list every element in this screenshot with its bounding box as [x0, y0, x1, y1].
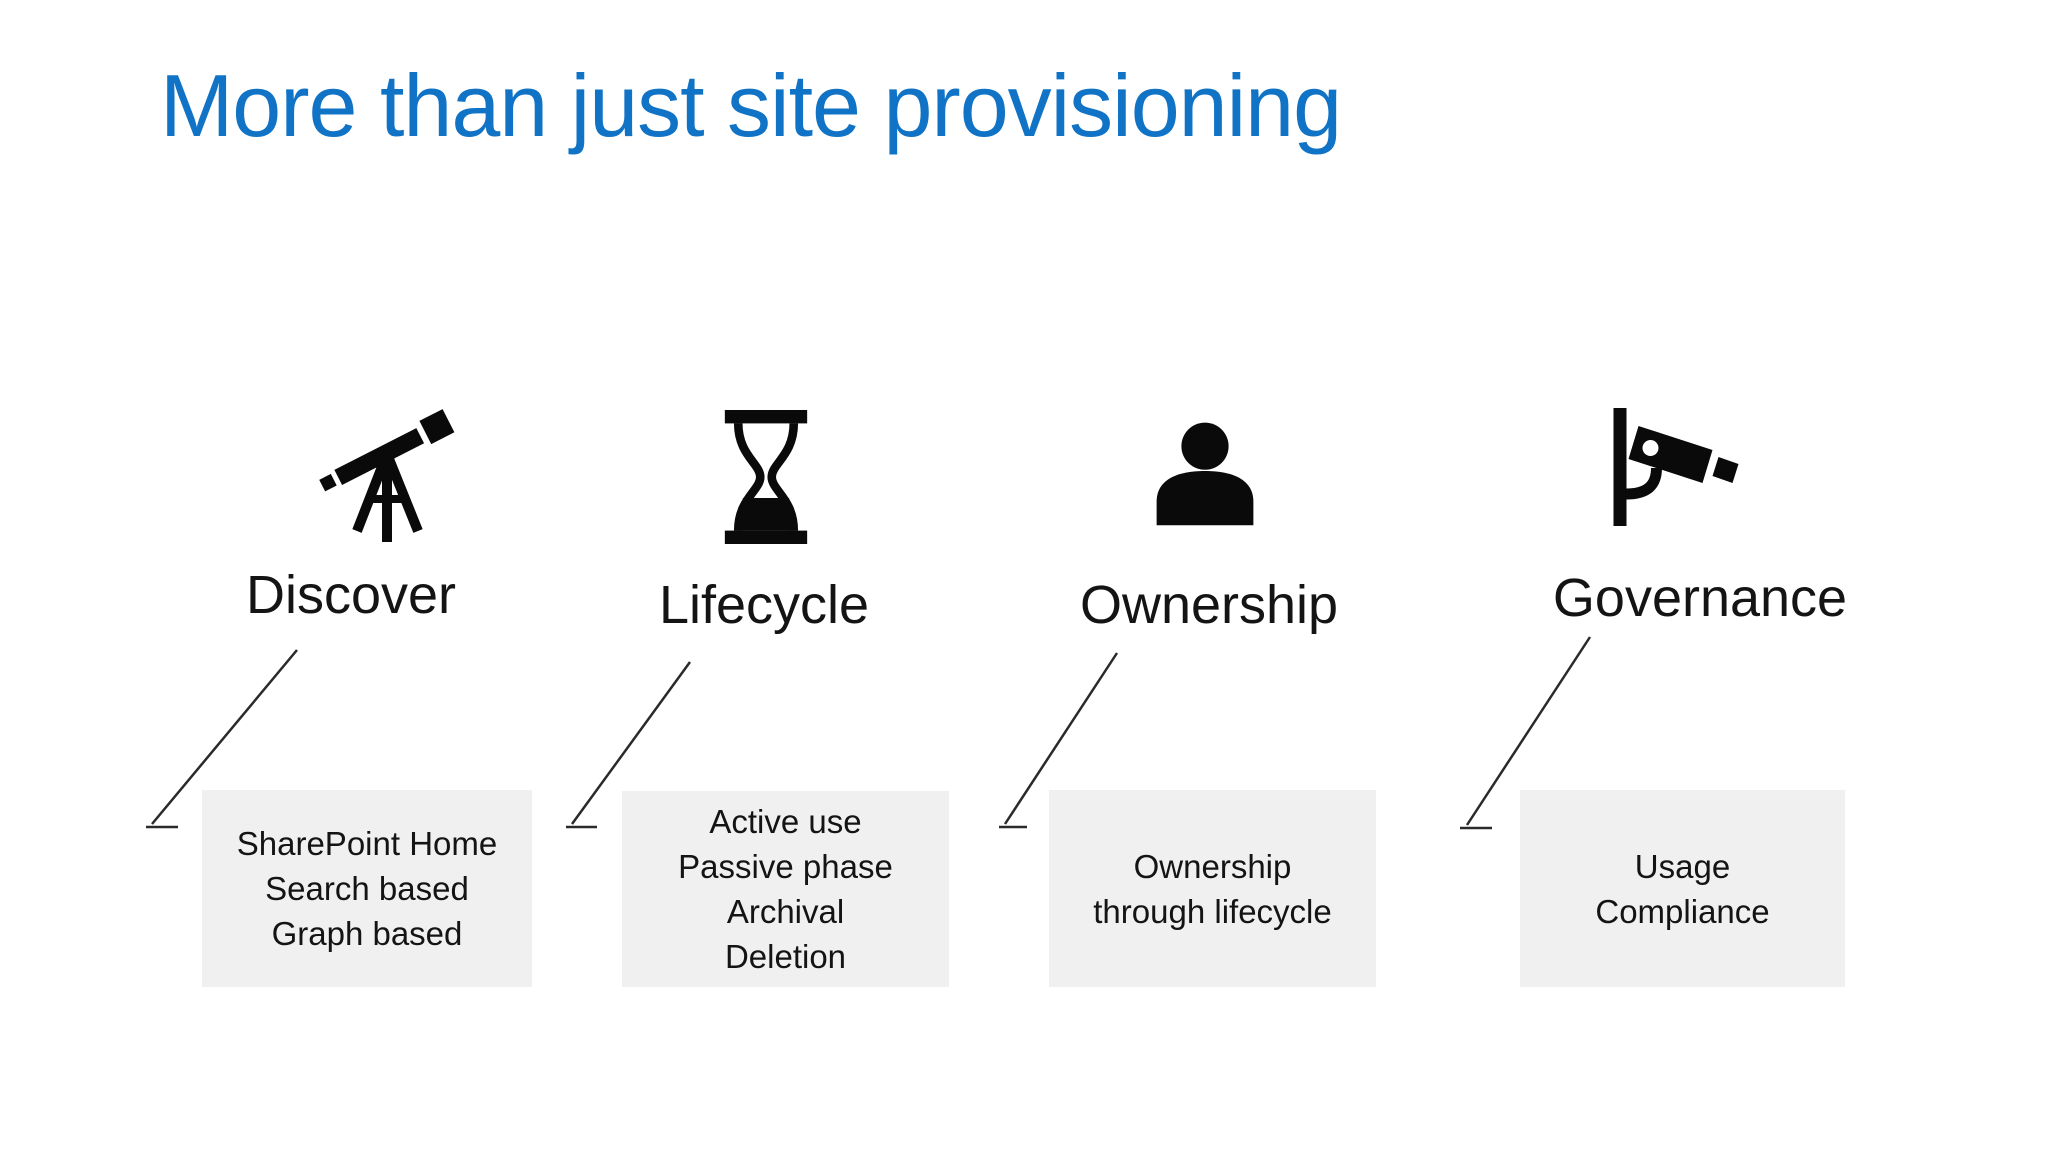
person-icon — [1146, 418, 1264, 544]
telescope-icon — [318, 402, 458, 547]
detail-box-lifecycle: Active use Passive phase Archival Deleti… — [622, 791, 949, 987]
detail-line: Usage — [1634, 847, 1731, 885]
slide-title: More than just site provisioning — [160, 56, 1342, 155]
detail-line: Compliance — [1595, 892, 1770, 930]
detail-line: through lifecycle — [1093, 892, 1332, 930]
detail-line: Active use — [709, 803, 862, 840]
detail-line: Search based — [265, 870, 469, 907]
detail-box-ownership: Ownership through lifecycle — [1049, 790, 1376, 987]
detail-line: Archival — [726, 893, 845, 930]
column-label-governance: Governance — [1552, 568, 1848, 628]
detail-box-discover: SharePoint Home Search based Graph based — [202, 790, 532, 987]
security-camera-icon — [1608, 406, 1746, 528]
detail-box-governance: Usage Compliance — [1520, 790, 1845, 987]
hourglass-icon — [716, 410, 816, 544]
detail-line: Graph based — [271, 915, 463, 952]
column-label-lifecycle: Lifecycle — [658, 575, 870, 635]
detail-line: Ownership — [1133, 847, 1292, 885]
column-label-ownership: Ownership — [1079, 575, 1339, 635]
detail-line: Passive phase — [678, 848, 893, 885]
detail-line: SharePoint Home — [236, 825, 498, 862]
detail-line: Deletion — [724, 938, 847, 975]
column-label-discover: Discover — [245, 565, 457, 625]
